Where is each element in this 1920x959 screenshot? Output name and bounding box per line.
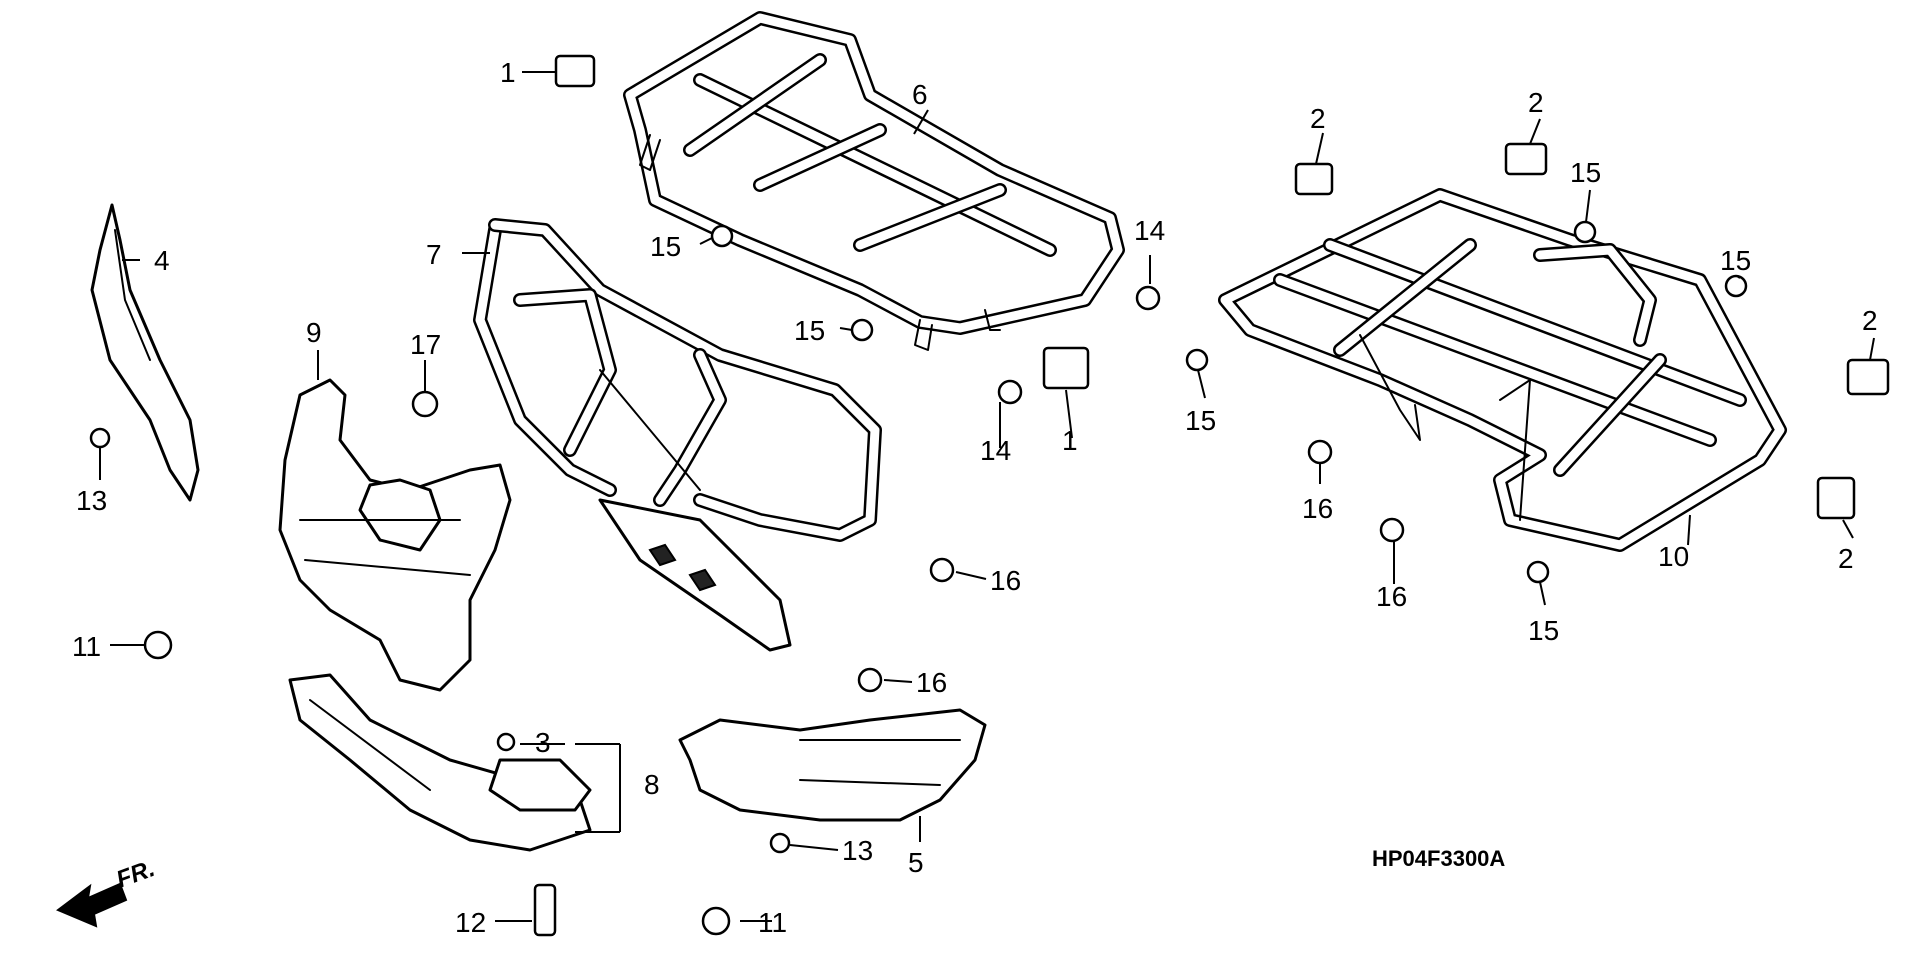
callout-6: 6 — [912, 79, 928, 110]
cushion-1-top — [554, 54, 596, 88]
callout-15-d: 15 — [1570, 157, 1601, 188]
fr-label: FR. — [113, 855, 159, 894]
bolt-16-d — [1379, 517, 1405, 543]
cushion-2-c — [1846, 358, 1890, 396]
callout-2-d: 2 — [1838, 543, 1854, 574]
callout-12: 12 — [455, 907, 486, 938]
callout-2-c: 2 — [1862, 305, 1878, 336]
front-guard-part-9 — [278, 378, 512, 692]
front-bumper-part-7 — [473, 218, 882, 652]
callout-13-left: 13 — [76, 485, 107, 516]
skid-plate-part-8 — [288, 673, 592, 852]
rear-carrier-part-10 — [1218, 188, 1787, 552]
cushion-1-bottom — [1042, 346, 1090, 390]
nut-15-a — [710, 224, 734, 248]
bolt-16-b — [857, 667, 883, 693]
callout-15-b: 15 — [794, 315, 825, 346]
callout-5: 5 — [908, 847, 924, 878]
callout-2-b: 2 — [1528, 87, 1544, 118]
rear-carrier-part-6 — [623, 11, 1125, 351]
callout-13-bottom: 13 — [842, 835, 873, 866]
callout-14-bottom: 14 — [980, 435, 1011, 466]
callout-15-e: 15 — [1720, 245, 1751, 276]
callout-2-a: 2 — [1310, 103, 1326, 134]
clip-13-a — [89, 427, 111, 449]
callout-7: 7 — [426, 239, 442, 270]
diagram-code: HP04F3300A — [1372, 846, 1505, 871]
callout-16-b: 16 — [916, 667, 947, 698]
leader-lines — [99, 71, 1875, 922]
clip-13-b — [769, 832, 791, 854]
side-panel-part-4 — [90, 203, 200, 502]
nut-15-c — [1185, 348, 1209, 372]
callout-15-a: 15 — [650, 231, 681, 262]
callout-11-bottom: 11 — [758, 907, 787, 938]
callout-1-top: 1 — [500, 57, 516, 88]
callout-11-left: 11 — [72, 631, 101, 662]
callout-14-top: 14 — [1134, 215, 1165, 246]
bolt-16-a — [929, 557, 955, 583]
callout-3: 3 — [535, 727, 551, 758]
callout-15-f: 15 — [1528, 615, 1559, 646]
nut-15-d — [1573, 220, 1597, 244]
callout-16-c: 16 — [1302, 493, 1333, 524]
callout-4: 4 — [154, 245, 170, 276]
bolt-14-a — [1135, 285, 1161, 311]
nut-15-f — [1526, 560, 1550, 584]
callout-16-a: 16 — [990, 565, 1021, 596]
arrow-left-icon — [56, 882, 128, 928]
callout-15-c: 15 — [1185, 405, 1216, 436]
callout-9: 9 — [306, 317, 322, 348]
bolt-12 — [533, 883, 557, 937]
nut-15-b — [850, 318, 874, 342]
nut-3 — [496, 732, 516, 752]
cushion-2-d — [1816, 476, 1856, 520]
side-cover-part-5 — [678, 708, 987, 822]
bolt-14-b — [997, 379, 1023, 405]
callout-1-bottom: 1 — [1062, 425, 1078, 456]
bolt-16-c — [1307, 439, 1333, 465]
callout-10: 10 — [1658, 541, 1689, 572]
cushion-2-b — [1504, 142, 1548, 176]
callout-17: 17 — [410, 329, 441, 360]
bolt-11-a — [143, 630, 173, 660]
callout-8: 8 — [644, 769, 660, 800]
front-direction-arrow: FR. — [56, 855, 159, 928]
grommet-17 — [411, 390, 439, 418]
nut-15-e — [1724, 274, 1748, 298]
cushion-2-a — [1294, 162, 1334, 196]
callout-16-d: 16 — [1376, 581, 1407, 612]
bolt-11-b — [701, 906, 731, 936]
